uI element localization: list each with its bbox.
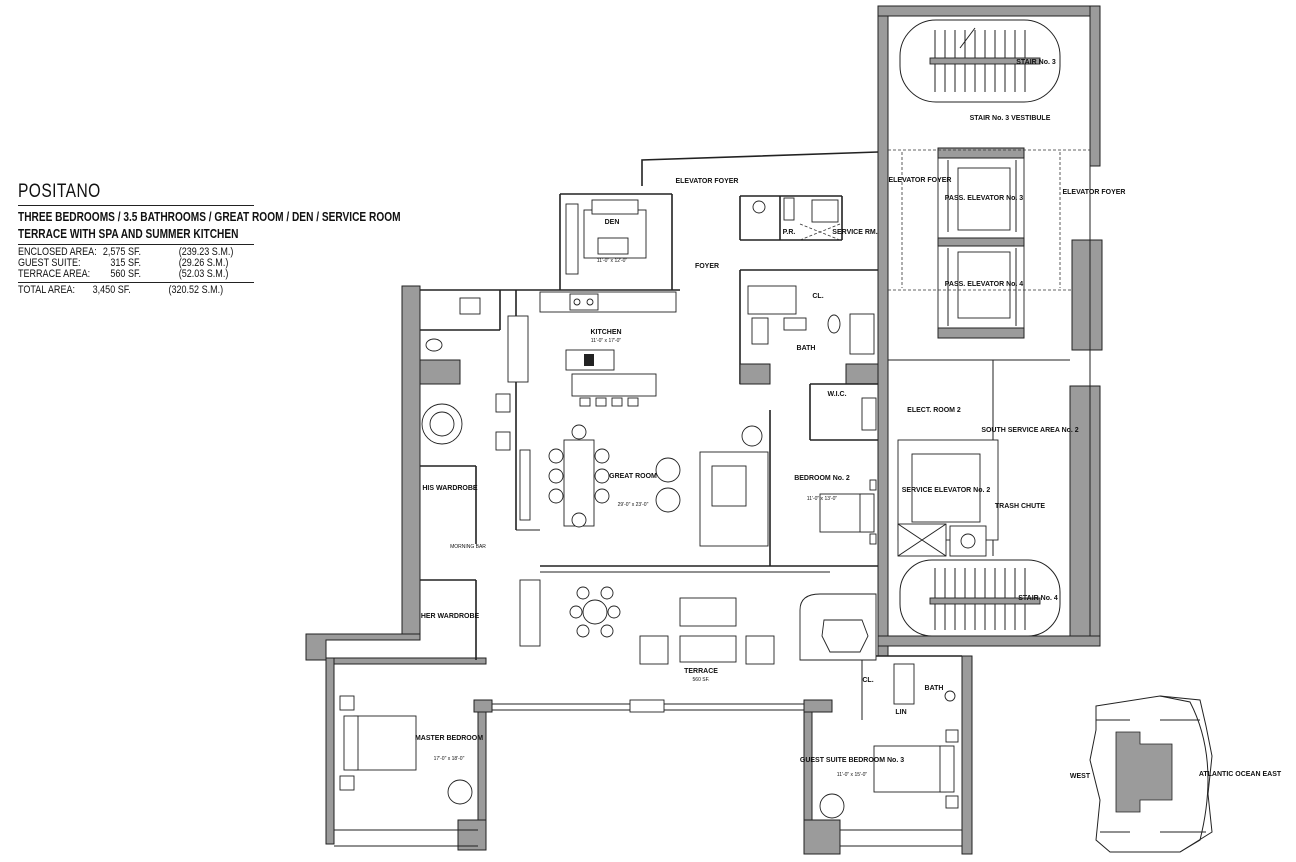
great-room-furniture — [519, 425, 769, 547]
area-sf: 2,575 SF. — [102, 246, 141, 258]
label-lin: LIN — [895, 709, 906, 716]
area-sm: (29.26 S.M.) — [178, 257, 229, 269]
unit-description-2: TERRACE WITH SPA AND SUMMER KITCHEN — [18, 226, 239, 241]
stair-3 — [899, 19, 1061, 103]
bath-fixtures — [747, 285, 877, 431]
label-west: WEST — [1070, 773, 1091, 780]
label-master-dim: 17'-0" x 18'-0" — [434, 756, 465, 762]
divider — [18, 244, 254, 245]
area-sm: (239.23 S.M.) — [178, 246, 234, 258]
elevator-shafts — [937, 147, 1025, 339]
label-her-wardrobe: HER WARDROBE — [421, 613, 480, 620]
total-table: TOTAL AREA: 3,450 SF. (320.52 S.M.) — [18, 285, 228, 296]
label-cl: CL. — [812, 293, 823, 300]
area-sf: 560 SF. — [110, 268, 141, 280]
area-label: GUEST SUITE: — [18, 257, 81, 269]
area-row: ENCLOSED AREA: 2,575 SF. (239.23 S.M.) — [18, 247, 238, 258]
terrace-furniture — [519, 579, 877, 665]
label-guest-dim: 11'-0" x 15'-0" — [837, 772, 868, 778]
label-service-rm: SERVICE RM. — [832, 229, 877, 236]
area-row: GUEST SUITE: 315 SF. (29.26 S.M.) — [18, 258, 238, 269]
foyer-fixtures — [752, 197, 841, 241]
dining-table — [548, 424, 610, 528]
stair-4 — [899, 559, 1061, 637]
area-row: TERRACE AREA: 560 SF. (52.03 S.M.) — [18, 269, 238, 280]
label-elevator-foyer-left: ELEVATOR FOYER — [888, 177, 951, 184]
label-stair3-vestibule: STAIR No. 3 VESTIBULE — [970, 115, 1051, 122]
divider — [18, 205, 254, 206]
core-walls — [877, 5, 1103, 657]
label-great-room: GREAT ROOM — [609, 473, 657, 480]
label-elect-room: ELECT. ROOM 2 — [907, 407, 961, 414]
label-trash-chute: TRASH CHUTE — [995, 503, 1045, 510]
label-his-wardrobe: HIS WARDROBE — [422, 485, 478, 492]
label-pass-elevator-4: PASS. ELEVATOR No. 4 — [945, 281, 1024, 288]
label-den: DEN — [605, 219, 620, 226]
total-row: TOTAL AREA: 3,450 SF. (320.52 S.M.) — [18, 285, 228, 296]
area-table: ENCLOSED AREA: 2,575 SF. (239.23 S.M.) G… — [18, 247, 238, 280]
label-pr: P.R. — [783, 229, 796, 236]
divider — [18, 282, 254, 283]
label-south-service: SOUTH SERVICE AREA No. 2 — [981, 427, 1078, 434]
label-kitchen-dim: 11'-0" x 17'-0" — [591, 338, 622, 344]
label-den-dim: 11'-0" x 12'-0" — [597, 258, 628, 264]
label-pass-elevator-3: PASS. ELEVATOR No. 3 — [945, 195, 1024, 202]
label-kitchen: KITCHEN — [590, 329, 621, 336]
label-east: ATLANTIC OCEAN EAST — [1199, 771, 1282, 778]
kitchen-furniture — [507, 291, 677, 407]
guest-bedroom-furniture — [819, 663, 959, 819]
label-bedroom2-dim: 11'-0" x 13'-0" — [807, 496, 838, 502]
label-terrace: TERRACE — [684, 668, 718, 675]
den-furniture — [565, 199, 647, 275]
key-plan — [1089, 695, 1213, 853]
total-label: TOTAL AREA: — [18, 284, 75, 296]
area-label: TERRACE AREA: — [18, 268, 91, 280]
total-sf: 3,450 SF. — [92, 284, 131, 296]
label-stair3: STAIR No. 3 — [1016, 59, 1056, 66]
label-cl-guest: CL. — [862, 677, 873, 684]
area-sm: (52.03 S.M.) — [178, 268, 229, 280]
label-wic: W.I.C. — [827, 391, 846, 398]
unit-walls — [305, 151, 973, 855]
label-master-bedroom: MASTER BEDROOM — [415, 735, 483, 742]
label-bath: BATH — [797, 345, 816, 352]
unit-description-1: THREE BEDROOMS / 3.5 BATHROOMS / GREAT R… — [18, 209, 401, 224]
area-label: ENCLOSED AREA: — [18, 246, 97, 258]
label-foyer: FOYER — [695, 263, 719, 270]
label-guest-suite: GUEST SUITE BEDROOM No. 3 — [800, 757, 904, 764]
service-core — [897, 439, 999, 557]
label-terrace-area: 560 SF. — [693, 677, 710, 683]
unit-info-block: POSITANO THREE BEDROOMS / 3.5 BATHROOMS … — [18, 181, 450, 296]
unit-name: POSITANO — [18, 181, 101, 202]
label-service-elevator: SERVICE ELEVATOR No. 2 — [902, 487, 991, 494]
total-sm: (320.52 S.M.) — [168, 284, 224, 296]
label-bedroom2: BEDROOM No. 2 — [794, 475, 850, 482]
label-great-room-dim: 29'-0" x 23'-0" — [618, 502, 649, 508]
room-labels: ELEVATOR FOYER DEN 11'-0" x 12'-0" FOYER… — [415, 59, 1282, 780]
label-morning-bar: MORNING BAR — [450, 544, 486, 550]
label-elevator-foyer: ELEVATOR FOYER — [675, 178, 738, 185]
his-bath-fixtures — [421, 297, 511, 451]
area-sf: 315 SF. — [110, 257, 141, 269]
label-elevator-foyer-right: ELEVATOR FOYER — [1062, 189, 1125, 196]
bedroom2-furniture — [819, 479, 877, 545]
label-bath-guest: BATH — [925, 685, 944, 692]
label-stair4: STAIR No. 4 — [1018, 595, 1058, 602]
master-bedroom-furniture — [339, 695, 473, 805]
